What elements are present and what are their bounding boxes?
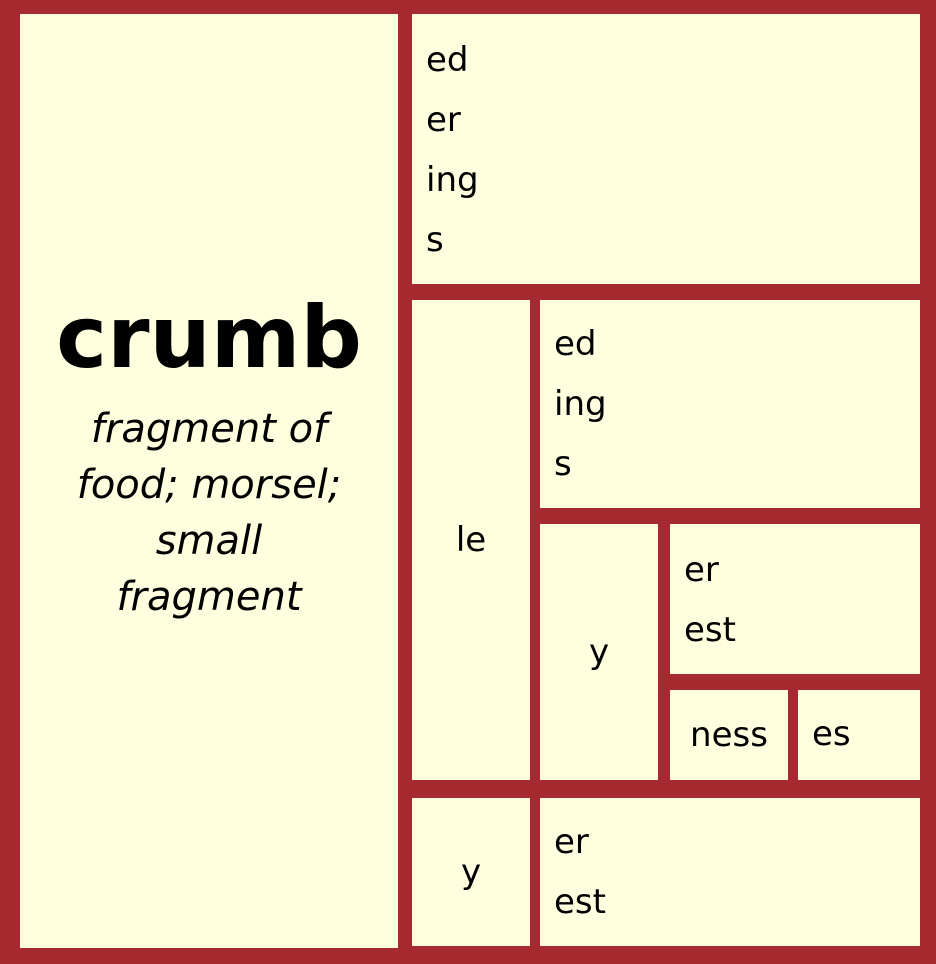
le-suffix-block: ed ing s: [540, 300, 920, 508]
le-y-suffix-list: er est: [684, 540, 736, 660]
le-suffix-ing: ing: [554, 384, 607, 424]
root-definition: fragment of food; morsel; small fragment: [76, 406, 342, 620]
le-branch-label: le: [412, 300, 530, 780]
suffix-er: er: [426, 100, 461, 140]
y-suffix-est: est: [554, 882, 606, 922]
suffix-s: s: [426, 220, 444, 260]
le-suffix-ed: ed: [554, 324, 597, 364]
es-suffix-cell: es: [798, 690, 920, 780]
le-y-suffix-block: er est: [670, 524, 920, 674]
y-suffix-list: er est: [554, 812, 606, 932]
suffix-list-top: ed er ing s: [426, 30, 479, 270]
le-suffix-s: s: [554, 444, 572, 484]
root-word-cell: crumb fragment of food; morsel; small fr…: [20, 14, 398, 948]
suffix-ed: ed: [426, 40, 469, 80]
le-y-branch-label: y: [540, 524, 658, 780]
suffix-ing: ing: [426, 160, 479, 200]
y-suffix-er: er: [554, 822, 589, 862]
le-y-suffix-er: er: [684, 550, 719, 590]
suffix-block-top: ed er ing s: [412, 14, 920, 284]
le-y-suffix-est: est: [684, 610, 736, 650]
root-word: crumb: [56, 288, 362, 388]
le-suffix-list: ed ing s: [554, 314, 607, 494]
y-branch-label: y: [412, 798, 530, 946]
y-suffix-block: er est: [540, 798, 920, 946]
ness-suffix-cell: ness: [670, 690, 788, 780]
